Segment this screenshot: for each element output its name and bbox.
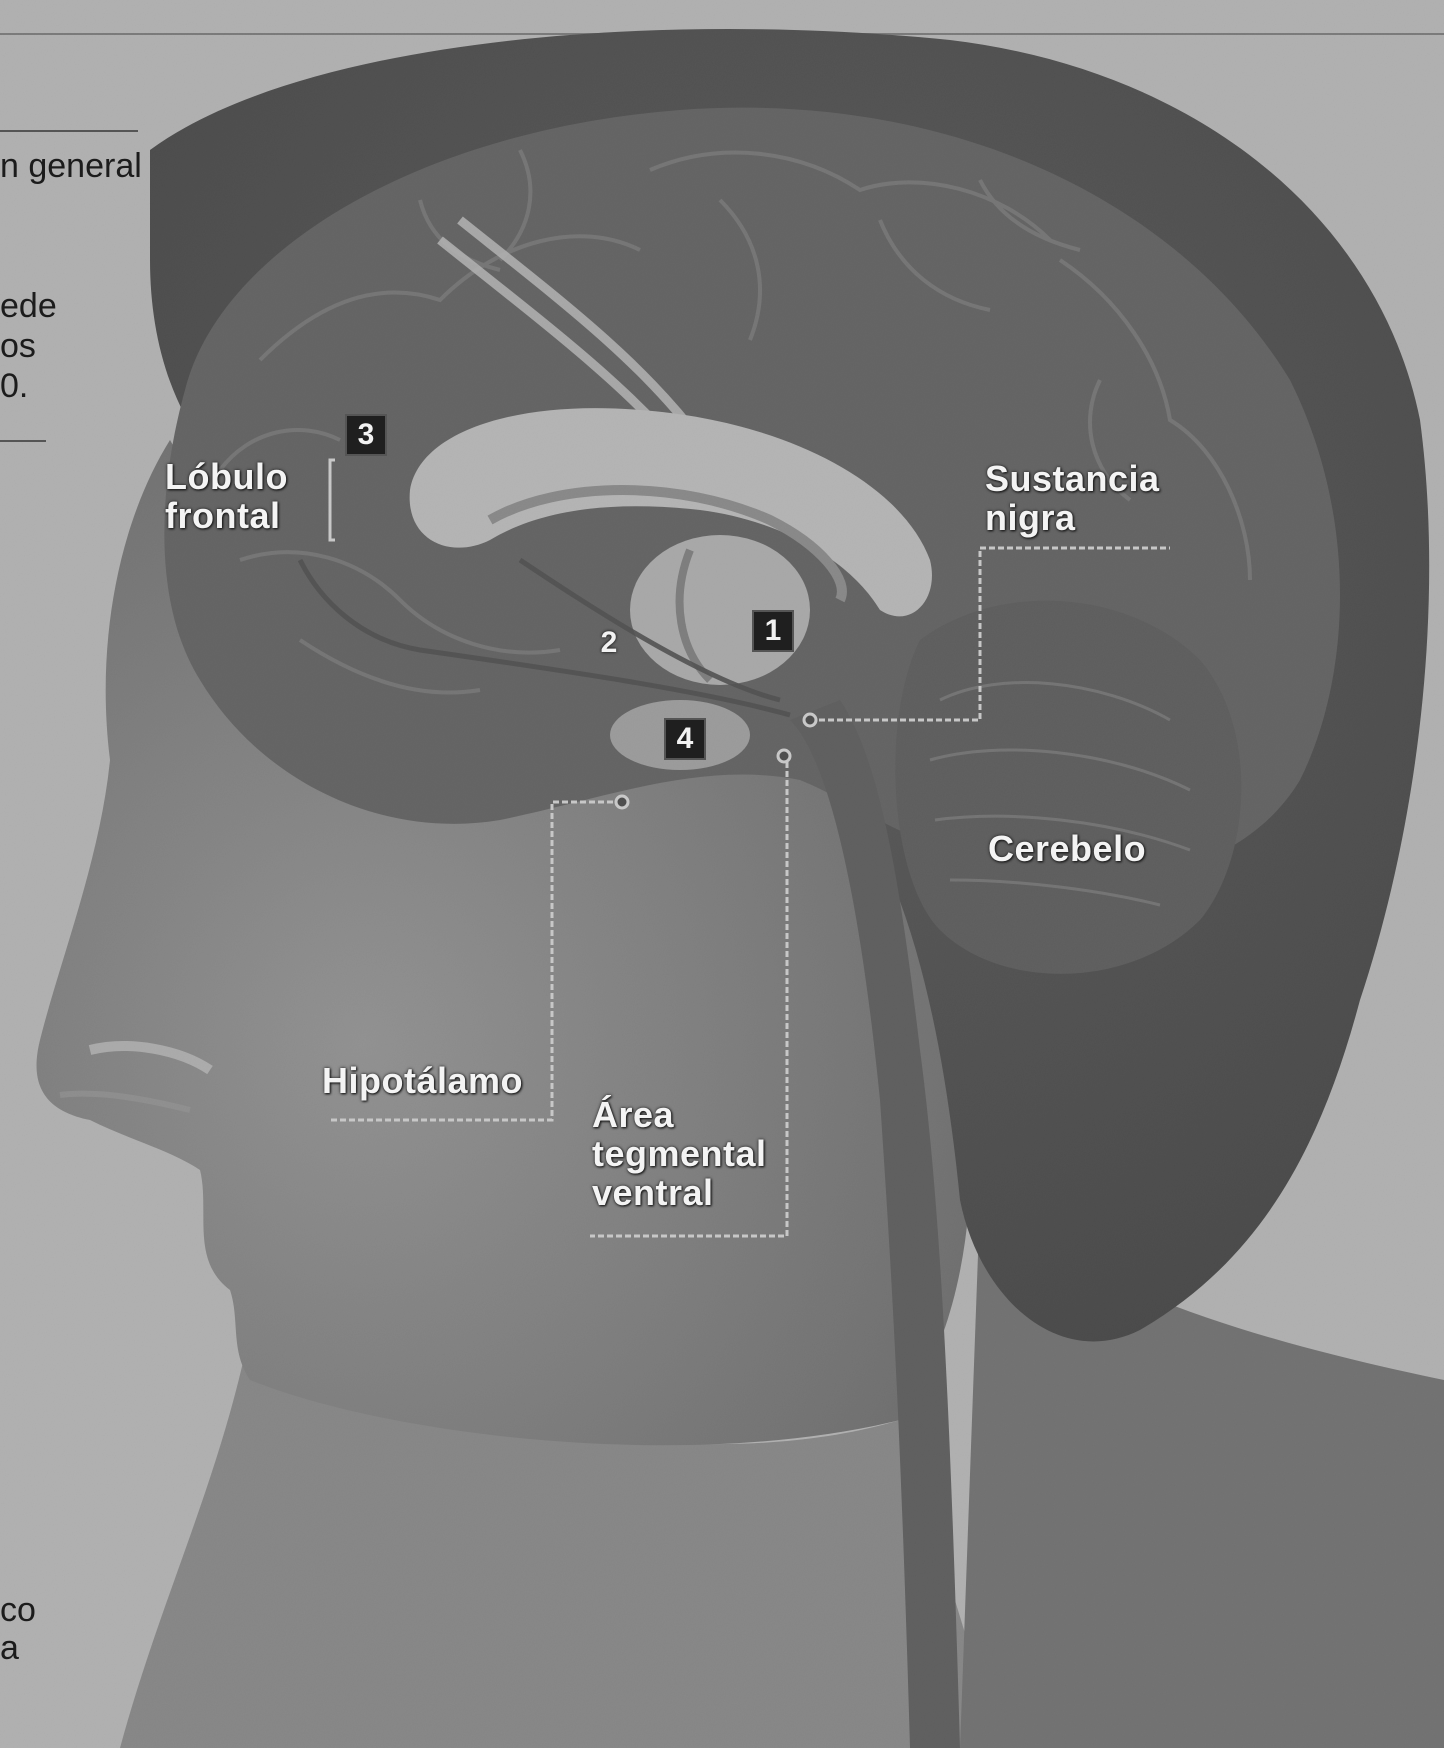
- label-lobulo-frontal: Lóbulo frontal: [165, 458, 288, 536]
- label-sustancia-nigra: Sustancia nigra: [985, 460, 1160, 538]
- fragment-mid-2: os: [0, 328, 36, 365]
- fragment-mid-1: ede: [0, 288, 57, 325]
- label-area-tegmental-ventral: Área tegmental ventral: [592, 1096, 767, 1213]
- marker-2: 2: [590, 624, 628, 662]
- fragment-bottom-2: a: [0, 1630, 19, 1667]
- fragment-bottom-1: co: [0, 1592, 36, 1629]
- label-hipotalamo: Hipotálamo: [322, 1062, 523, 1101]
- marker-3: 3: [345, 414, 387, 456]
- marker-1: 1: [752, 610, 794, 652]
- fragment-mid-3: 0.: [0, 368, 28, 405]
- left-rule-mid: [0, 440, 46, 442]
- left-rule-top: [0, 130, 138, 132]
- marker-4: 4: [664, 718, 706, 760]
- fragment-top: n general: [0, 148, 142, 185]
- label-cerebelo: Cerebelo: [988, 830, 1146, 869]
